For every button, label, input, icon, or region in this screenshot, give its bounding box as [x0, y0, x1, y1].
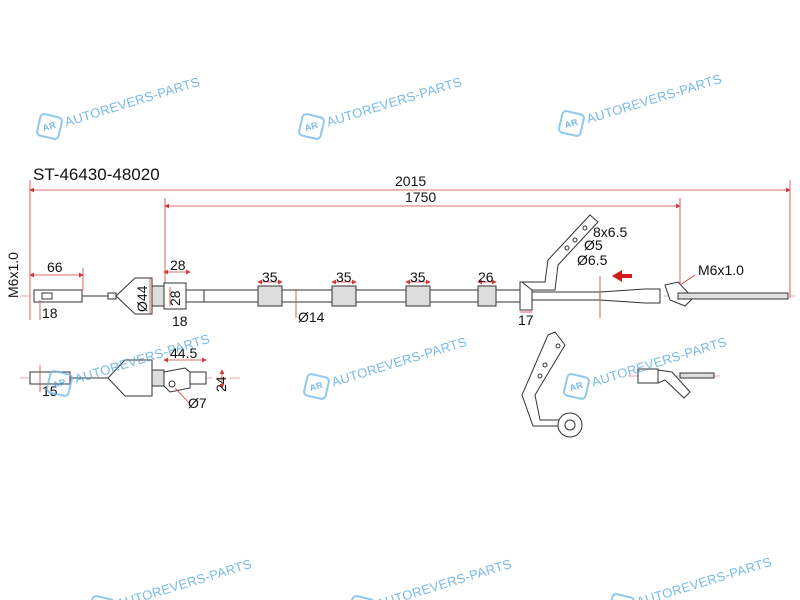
dim-side-len: 44.5 [170, 345, 197, 361]
left-dims [29, 268, 191, 320]
dim-fitting-len: 28 [170, 257, 186, 273]
right-end [531, 270, 789, 318]
mounting-bracket [519, 214, 599, 313]
bracket-detail [521, 331, 583, 438]
dim-sleeve-3: 35 [410, 269, 426, 285]
dim-side-h: 24 [213, 376, 229, 392]
dim-cable-dia: Ø14 [298, 309, 325, 325]
dim-bracket-hole-2: Ø6.5 [577, 252, 608, 268]
dim-right-thread: M6x1.0 [698, 262, 744, 278]
dim-bracket-w: 17 [518, 312, 534, 328]
logo-text: AR [563, 116, 580, 131]
dim-fitting-b: 18 [172, 313, 188, 329]
dim-side-end: 15 [42, 383, 58, 399]
dim-bracket-slot: 8x6.5 [593, 224, 627, 240]
left-end-fitting [33, 277, 205, 315]
direction-arrow-icon [612, 270, 632, 282]
logo-text: AR [51, 376, 68, 391]
overall-dimension [29, 180, 791, 320]
logo-text: AR [568, 379, 585, 394]
dim-sheath: 1750 [405, 189, 436, 205]
part-number-title: ST-46430-48020 [33, 165, 160, 184]
end-detail [628, 368, 720, 399]
logo-text: AR [308, 379, 325, 394]
dim-bracket-hole-1: Ø5 [584, 237, 603, 253]
dim-fitting-h: 28 [167, 290, 183, 306]
dim-left-end-a: 18 [42, 305, 58, 321]
dim-sleeve-1: 35 [262, 269, 278, 285]
logo-text: AR [41, 119, 58, 134]
dim-side-hole: Ø7 [188, 395, 207, 411]
logo-text: AR [303, 119, 320, 134]
dim-sleeve-2: 35 [336, 269, 352, 285]
dim-overall: 2015 [395, 173, 426, 189]
side-view [29, 357, 225, 405]
cable-sheath [203, 279, 521, 318]
dim-left-thread: M6x1.0 [5, 252, 21, 298]
dim-sleeve-4: 26 [478, 269, 494, 285]
dim-left-end-len: 66 [47, 259, 63, 275]
dim-cone-dia: Ø44 [134, 285, 150, 312]
